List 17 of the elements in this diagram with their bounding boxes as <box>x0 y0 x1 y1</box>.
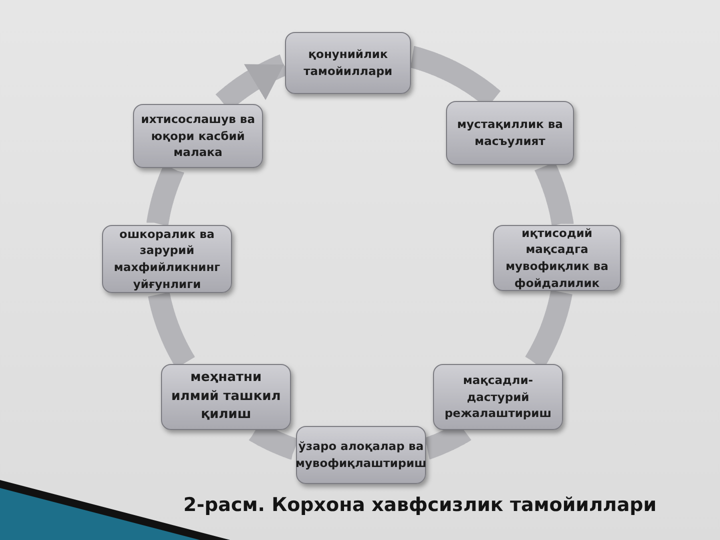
figure-caption: 2-расм. Корхона хавфсизлик тамойиллари <box>182 494 658 516</box>
principle-box <box>285 32 411 94</box>
principle-box <box>133 104 263 168</box>
principle-box <box>433 364 563 430</box>
principle-box <box>161 364 291 430</box>
principle-text: ошкоралик ва зарурий махфийликнинг уйғунлиги <box>112 226 222 292</box>
principle-text: қонунийлик тамойиллари <box>302 46 394 80</box>
principle-text: меҳнатни илмий ташкил қилиш <box>170 368 282 424</box>
principle-box <box>493 225 621 291</box>
principle-text: ихтисослашув ва юқори касбий малака <box>140 110 256 161</box>
principle-text: мақсадли-дастурий режалаштириш <box>444 372 552 422</box>
principle-box <box>102 225 232 293</box>
principle-box <box>296 426 426 484</box>
principle-box <box>446 101 574 165</box>
principle-text: иқтисодий мақсадга мувофиқлик ва фойдалилик <box>504 224 610 292</box>
principle-text: мустақиллик ва масъулият <box>456 116 564 150</box>
principle-text: ўзаро алоқалар ва мувофиқлаштириш <box>296 438 426 472</box>
